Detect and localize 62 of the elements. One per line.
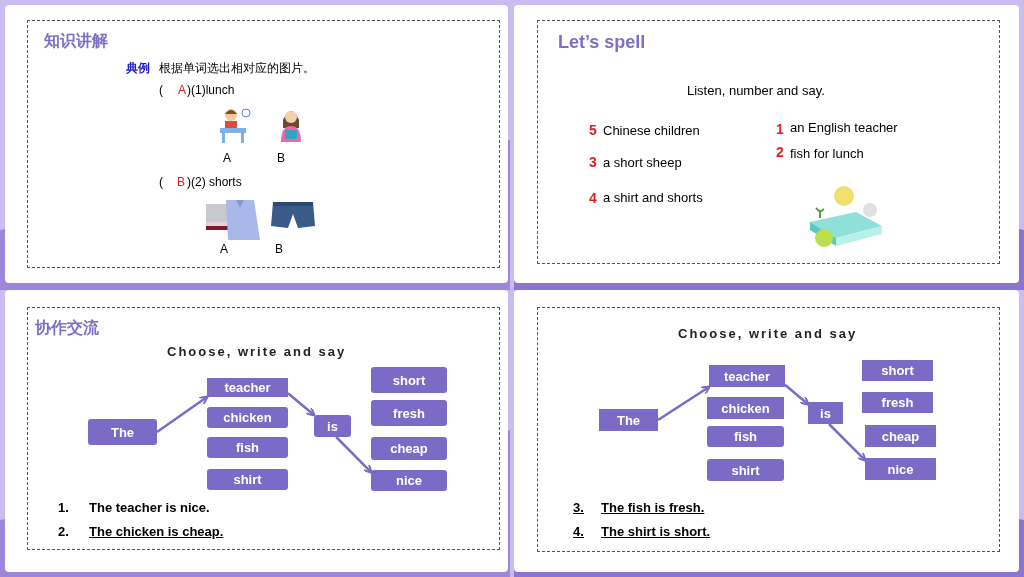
option-letter: A xyxy=(220,241,228,258)
arrow xyxy=(335,436,373,474)
item-number: 1. xyxy=(58,499,69,517)
word-box: fish xyxy=(707,426,784,447)
answer-letter: A xyxy=(178,82,186,99)
word-box: chicken xyxy=(707,397,784,419)
instruction-text: 根据单词选出相对应的图片。 xyxy=(159,60,315,77)
word-box: fish xyxy=(207,437,288,458)
instruction-text: Choose, write and say xyxy=(167,343,347,361)
arrow xyxy=(156,395,209,434)
arrow xyxy=(784,383,810,406)
section-title: Let’s spell xyxy=(558,31,646,54)
section-title: 协作交流 xyxy=(35,318,99,338)
option-letter: B xyxy=(275,241,283,258)
word-box: The xyxy=(599,409,658,431)
word-box: is xyxy=(808,402,843,424)
word-box: cheap xyxy=(865,425,936,447)
option-letter: A xyxy=(223,150,231,167)
sentence-text: The shirt is short. xyxy=(601,523,711,541)
word-box: fresh xyxy=(862,392,933,413)
instruction-text: Choose, write and say xyxy=(678,325,858,343)
word-box: short xyxy=(371,367,447,393)
number-mark: 2 xyxy=(776,143,784,162)
sentence-text: The chicken is cheap. xyxy=(89,523,224,541)
question-text: )(2) shorts xyxy=(187,174,242,191)
item-number: 2. xyxy=(58,523,69,541)
word-box: nice xyxy=(865,458,936,480)
number-mark: 4 xyxy=(589,189,597,208)
phrase-text: fish for lunch xyxy=(790,145,864,163)
word-box: The xyxy=(88,419,157,445)
word-box: cheap xyxy=(371,437,447,460)
item-number: 3. xyxy=(573,499,584,517)
arrow xyxy=(287,392,316,417)
phrase-text: a shirt and shorts xyxy=(603,189,703,207)
word-box: is xyxy=(314,415,351,437)
arrow xyxy=(657,385,711,422)
bracket-text: ( xyxy=(159,82,163,99)
answer-letter: B xyxy=(177,174,185,191)
option-letter: B xyxy=(277,150,285,167)
word-box: teacher xyxy=(207,378,288,397)
sentence-text: The fish is fresh. xyxy=(601,499,705,517)
number-mark: 3 xyxy=(589,153,597,172)
section-title: 知识讲解 xyxy=(44,31,108,51)
word-box: short xyxy=(862,360,933,381)
sentence-text: The teacher is nice. xyxy=(89,499,210,517)
word-box: nice xyxy=(371,470,447,491)
item-number: 4. xyxy=(573,523,584,541)
phrase-text: an English teacher xyxy=(790,119,898,137)
number-mark: 5 xyxy=(589,121,597,140)
example-tag: 典例 xyxy=(126,59,150,77)
phrase-text: Chinese children xyxy=(603,122,700,140)
instruction-text: Listen, number and say. xyxy=(687,82,825,100)
arrow xyxy=(828,423,867,462)
word-box: teacher xyxy=(709,365,785,387)
word-box: shirt xyxy=(207,469,288,490)
phrase-text: a short sheep xyxy=(603,154,682,172)
word-box: chicken xyxy=(207,407,288,428)
word-box: fresh xyxy=(371,400,447,426)
word-box: shirt xyxy=(707,459,784,481)
number-mark: 1 xyxy=(776,120,784,139)
question-text: )(1)lunch xyxy=(187,82,235,99)
bracket-text: ( xyxy=(159,174,163,191)
